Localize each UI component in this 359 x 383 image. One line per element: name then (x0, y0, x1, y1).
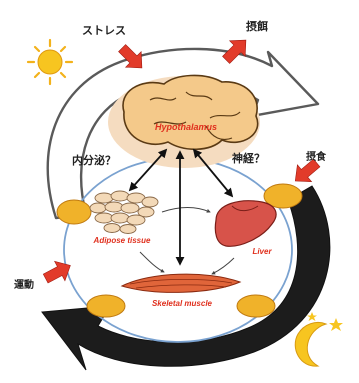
brain-icon (123, 75, 258, 149)
liver-icon (215, 201, 276, 246)
muscle-icon (122, 274, 240, 292)
body-node-left-top (57, 200, 91, 224)
adipose-to-liver-arrow (162, 208, 210, 213)
hypothalamus-label: Hypothalamus (155, 122, 217, 132)
liver-label: Liver (252, 247, 272, 256)
exercise-arrow (40, 256, 75, 289)
muscle-label: Skeletal muscle (152, 299, 213, 308)
body-node-right-bottom (237, 295, 275, 317)
neural-label: 神経？ (232, 151, 265, 165)
sun-icon (28, 40, 72, 84)
endocrine-label: 内分泌？ (72, 153, 116, 167)
liver-to-muscle-arrow (212, 258, 234, 274)
adipose-to-muscle-arrow (140, 252, 164, 272)
feeding-time-label: 摂食 (306, 150, 327, 163)
adipose-label: Adipose tissue (93, 236, 151, 245)
adipose-icon (90, 191, 158, 234)
exercise-label: 運動 (14, 278, 34, 291)
body-node-left-bottom (87, 295, 125, 317)
stress-label: ストレス (82, 24, 126, 37)
feeding-label: 摂餌 (246, 19, 268, 33)
